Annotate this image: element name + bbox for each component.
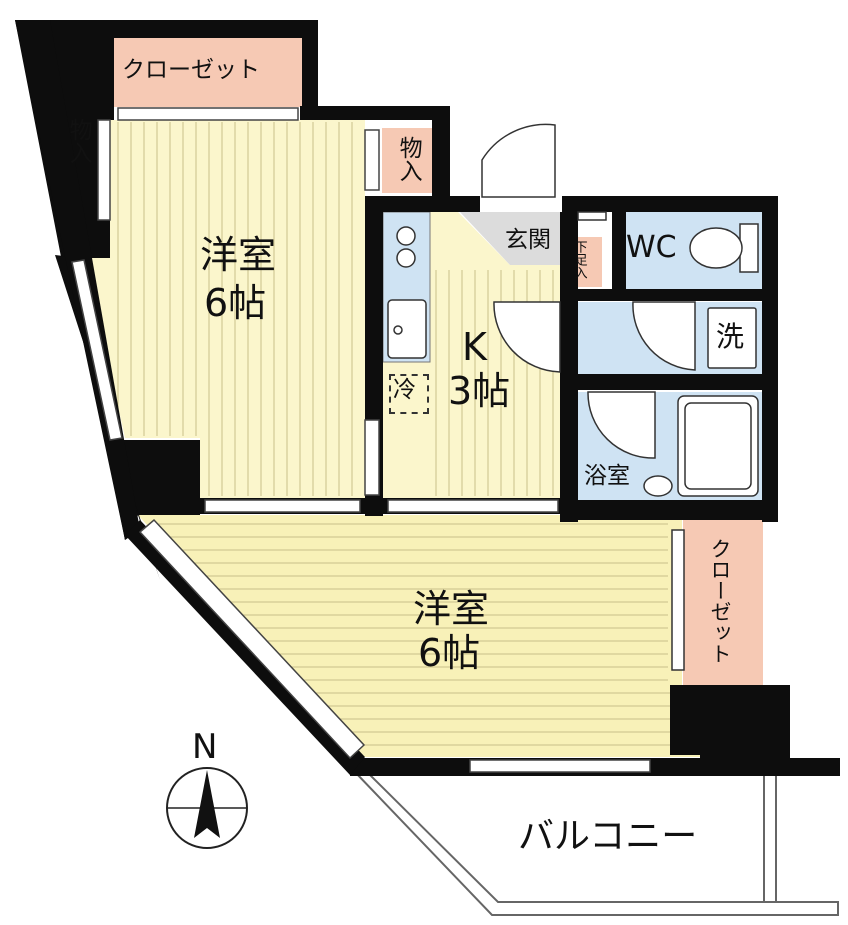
- balcony-outline: [354, 771, 839, 916]
- washer-label: 洗: [716, 320, 745, 353]
- burner-2: [396, 248, 416, 268]
- sink: [387, 299, 427, 359]
- washbasin: [643, 475, 673, 497]
- entrance-label: 玄関: [505, 227, 551, 253]
- bedroom1-size: 6帖: [204, 281, 267, 325]
- storage-mid-fill: [382, 128, 432, 193]
- bath-label: 浴室: [584, 463, 630, 489]
- fridge-label: 冷: [393, 377, 416, 403]
- bathtub-inner: [684, 402, 752, 490]
- kitchen-size: 3帖: [448, 369, 511, 413]
- burner-1: [396, 226, 416, 246]
- bedroom2-size: 6帖: [418, 631, 481, 675]
- floor-stripes: [117, 122, 700, 746]
- bedroom1-floor: [85, 120, 365, 500]
- north-label: N: [192, 727, 218, 767]
- storage-left-label: 物入: [65, 118, 92, 164]
- storage-mid-label: 物入: [395, 136, 422, 182]
- doors: [481, 123, 696, 671]
- closet-right-label: クローゼット: [708, 538, 733, 664]
- wc-label: WC: [626, 230, 677, 265]
- compass: [166, 767, 248, 849]
- fridge-space: [389, 374, 429, 414]
- washer-box: [707, 307, 757, 369]
- kitchen-name: K: [462, 325, 487, 369]
- windows: [71, 107, 651, 773]
- fixtures: [387, 211, 759, 497]
- balcony-label: バルコニー: [518, 816, 698, 857]
- shoe-storage-label: 下足入: [571, 240, 587, 279]
- closet-top-label: クローゼット: [122, 57, 260, 83]
- closet-top-fill: [113, 37, 303, 107]
- bedroom1-name: 洋室: [200, 233, 277, 277]
- entrance-floor: [460, 212, 570, 265]
- bedroom2-name: 洋室: [413, 587, 490, 631]
- closet-right-fill: [683, 517, 763, 685]
- toilet-bowl: [689, 227, 743, 269]
